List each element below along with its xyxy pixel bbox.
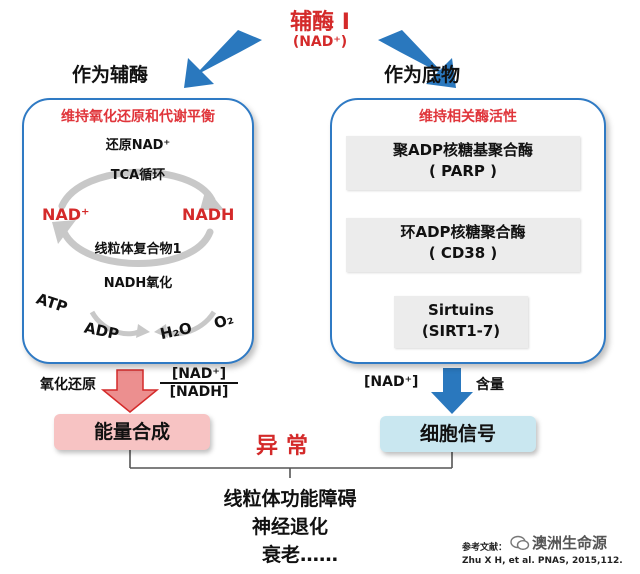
outcome-connectors — [129, 450, 453, 478]
outcome-mito-dysfunction: 线粒体功能障碍 — [223, 488, 357, 510]
enzyme-parp-abbr: ( PARP ) — [429, 162, 497, 180]
enzyme-parp: 聚ADP核糖基聚合酶 ( PARP ) — [346, 136, 580, 190]
ratio-denominator: [NADH] — [169, 384, 229, 400]
reference-citation: Zhu X H, et al. PNAS, 2015,112. — [462, 556, 623, 566]
nadh-oxidation-label: NADH氧化 — [103, 276, 173, 291]
nadh-label: NADH — [182, 205, 235, 224]
diagram-subtitle: (NAD⁺) — [292, 34, 348, 50]
reduce-nad-label: 还原NAD⁺ — [105, 138, 171, 153]
nad-content-bracket: [NAD⁺] — [364, 374, 419, 390]
content-label: 含量 — [476, 377, 504, 393]
watermark-text: 澳洲生命源 — [532, 534, 608, 552]
h2o-arrowhead — [154, 324, 168, 338]
enzyme-sirtuins-abbr: (SIRT1-7) — [421, 322, 501, 340]
wechat-icon — [510, 535, 530, 551]
enzyme-cd38: 环ADP核糖聚合酶 ( CD38 ) — [346, 218, 580, 272]
cycle-arc-top — [58, 168, 216, 210]
left-role-arrow — [184, 30, 262, 88]
redox-cycle — [52, 168, 224, 338]
diagram-title: 辅酶 I — [290, 10, 350, 35]
enzyme-sirtuins-name: Sirtuins — [428, 301, 494, 319]
tca-label: TCA循环 — [110, 168, 166, 183]
outcome-neurodegeneration: 神经退化 — [251, 516, 328, 538]
cycle-arrowhead-top — [200, 188, 224, 210]
energy-down-arrow — [100, 369, 160, 413]
role-substrate: 作为底物 — [384, 64, 461, 86]
enzyme-cd38-abbr: ( CD38 ) — [428, 244, 498, 262]
right-panel-title: 维持相关酶活性 — [419, 109, 517, 125]
right-role-arrow — [378, 30, 456, 88]
signal-down-arrow — [431, 368, 473, 414]
ratio-numerator: [NAD⁺] — [160, 366, 238, 384]
nad-plus-label: NAD⁺ — [42, 205, 90, 224]
complex1-label: 线粒体复合物1 — [94, 242, 182, 257]
cell-signal-box: 细胞信号 — [380, 416, 536, 452]
enzyme-cd38-name: 环ADP核糖聚合酶 — [400, 223, 526, 241]
nad-nadh-ratio: [NAD⁺] [NADH] — [160, 366, 238, 400]
enzyme-sirtuins: Sirtuins (SIRT1-7) — [394, 296, 528, 348]
energy-synthesis-box: 能量合成 — [54, 414, 210, 450]
reference-label: 参考文献： — [462, 543, 508, 553]
outcome-aging: 衰老…… — [261, 544, 338, 566]
left-panel-title: 维持氧化还原和代谢平衡 — [61, 109, 215, 125]
redox-label: 氧化还原 — [40, 377, 96, 393]
enzyme-parp-name: 聚ADP核糖基聚合酶 — [392, 141, 534, 159]
abnormal-label: 异常 — [256, 434, 317, 459]
atp-arrowhead — [136, 324, 150, 338]
role-coenzyme: 作为辅酶 — [72, 64, 149, 86]
cycle-arrowhead-bottom — [52, 220, 76, 244]
cycle-arc-bottom — [60, 228, 214, 267]
